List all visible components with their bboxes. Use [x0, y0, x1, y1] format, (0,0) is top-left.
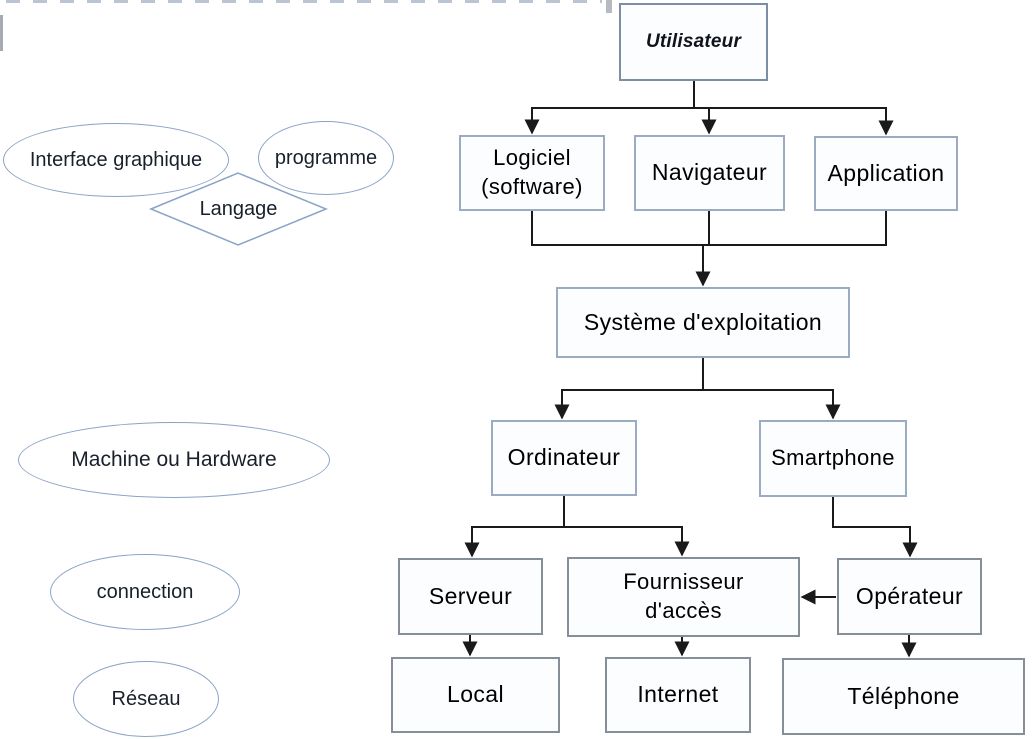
- diamond-langage: Langage: [146, 168, 331, 250]
- node-utilisateur: Utilisateur: [619, 3, 768, 81]
- node-logiciel: Logiciel (software): [459, 135, 605, 211]
- ellipse-connection: connection: [50, 554, 240, 630]
- node-application: Application: [814, 136, 958, 211]
- node-label: Ordinateur: [507, 444, 621, 471]
- connector-smartphone-elbow: [832, 497, 910, 528]
- ellipse-label: Interface graphique: [29, 148, 203, 171]
- node-smartphone: Smartphone: [759, 420, 907, 497]
- node-label: Opérateur: [855, 582, 964, 609]
- left-edge-artifact: [0, 15, 3, 51]
- node-fournisseur-acces: Fournisseur d'accès: [567, 557, 800, 637]
- top-edge-artifact: [6, 0, 602, 3]
- node-local: Local: [391, 657, 560, 733]
- ellipse-reseau: Réseau: [73, 661, 219, 737]
- node-label: d'accès: [645, 598, 722, 623]
- node-internet: Internet: [605, 657, 751, 733]
- node-label: Utilisateur: [645, 30, 742, 52]
- node-label: Logiciel: [493, 145, 571, 171]
- node-operateur: Opérateur: [837, 558, 982, 635]
- node-telephone: Téléphone: [782, 658, 1025, 735]
- ellipse-label: programme: [274, 146, 378, 169]
- node-ordinateur: Ordinateur: [491, 420, 637, 496]
- node-serveur: Serveur: [398, 558, 543, 635]
- node-label: Serveur: [428, 582, 513, 609]
- node-label: Internet: [637, 681, 719, 708]
- node-systeme-exploitation: Système d'exploitation: [556, 287, 850, 358]
- ellipse-interface-graphique: Interface graphique: [3, 123, 229, 197]
- node-navigateur: Navigateur: [634, 135, 785, 211]
- node-label: Application: [827, 159, 945, 186]
- ellipse-programme: programme: [258, 121, 394, 195]
- ellipse-machine-ou-hardware: Machine ou Hardware: [18, 422, 330, 498]
- node-label: Local: [447, 681, 504, 708]
- diamond-label: Langage: [199, 197, 278, 220]
- node-label: Smartphone: [771, 445, 895, 471]
- node-label: (software): [481, 174, 583, 199]
- top-right-artifact: [606, 0, 612, 13]
- node-label: Navigateur: [651, 159, 768, 186]
- node-label: Système d'exploitation: [583, 308, 823, 335]
- node-label: Téléphone: [847, 682, 960, 709]
- ellipse-label: connection: [96, 580, 194, 603]
- diamond-shape: [149, 172, 328, 246]
- ellipse-label: Réseau: [111, 687, 181, 710]
- node-label: Fournisseur: [623, 569, 744, 595]
- ellipse-label: Machine ou Hardware: [71, 448, 277, 471]
